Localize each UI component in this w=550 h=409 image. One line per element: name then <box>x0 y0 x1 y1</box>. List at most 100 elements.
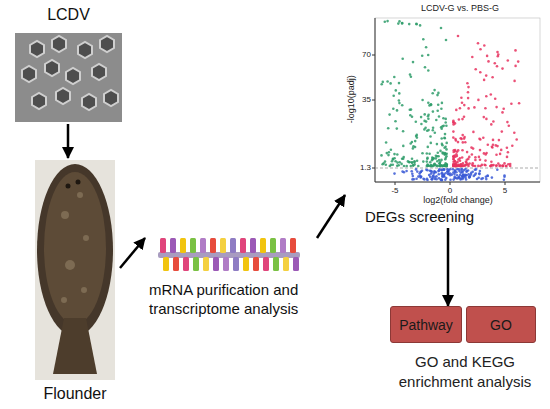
data-point <box>470 172 473 175</box>
data-point <box>401 104 404 107</box>
data-point <box>511 145 514 148</box>
data-point <box>396 109 399 112</box>
data-point <box>421 54 424 57</box>
data-point <box>432 126 435 129</box>
nucleotide-bar <box>200 238 206 253</box>
data-point <box>398 82 401 85</box>
data-point <box>426 152 429 155</box>
data-point <box>464 168 467 171</box>
data-point <box>502 165 505 168</box>
data-point <box>384 20 387 23</box>
data-point <box>414 140 417 143</box>
data-point <box>387 127 390 130</box>
nucleotide-bar <box>290 238 296 253</box>
data-point <box>446 168 449 171</box>
data-point <box>486 55 489 58</box>
nucleotide-bar <box>180 238 186 253</box>
data-point <box>501 130 504 133</box>
data-point <box>415 135 418 138</box>
data-point <box>514 65 517 68</box>
data-point <box>430 164 433 167</box>
data-point <box>479 149 482 152</box>
data-point <box>397 164 400 167</box>
data-point <box>444 137 447 140</box>
data-point <box>444 153 447 156</box>
data-point <box>396 153 399 156</box>
data-point <box>460 97 463 100</box>
nucleotide-bar <box>273 257 279 271</box>
data-point <box>461 134 464 137</box>
virus-particle <box>56 88 70 104</box>
data-point <box>431 92 434 95</box>
data-point <box>505 165 508 168</box>
nucleotide-bar <box>223 257 229 271</box>
data-point <box>386 20 389 23</box>
data-point <box>411 161 414 164</box>
nucleotide-bar <box>210 238 216 253</box>
data-point <box>405 170 408 173</box>
data-point <box>509 165 512 168</box>
data-point <box>442 168 445 171</box>
data-point <box>398 92 401 95</box>
data-point <box>485 178 488 181</box>
data-point <box>398 102 401 105</box>
illustrated-step: DEGs screening <box>345 2 545 228</box>
data-point <box>465 163 468 166</box>
data-point <box>461 149 464 152</box>
fish-spot <box>61 211 69 219</box>
data-point <box>412 175 415 178</box>
data-point <box>423 113 426 116</box>
data-point <box>483 44 486 47</box>
fish-spots <box>61 192 89 303</box>
data-point <box>497 53 500 56</box>
step-caption: Flounder <box>30 384 120 403</box>
data-point <box>499 164 502 167</box>
data-point <box>490 93 493 96</box>
data-point <box>449 168 452 171</box>
data-point <box>432 175 435 178</box>
data-point <box>501 164 504 167</box>
data-point <box>443 136 446 139</box>
data-point <box>475 172 478 175</box>
data-point <box>455 139 458 142</box>
data-point <box>382 81 385 84</box>
data-point <box>422 160 425 163</box>
data-point <box>441 144 444 147</box>
data-point <box>479 170 482 173</box>
data-point <box>477 42 480 45</box>
data-point <box>460 169 463 172</box>
data-point <box>452 119 455 122</box>
data-point <box>413 178 416 181</box>
data-point <box>385 163 388 166</box>
data-point <box>499 153 502 156</box>
data-point <box>472 147 475 150</box>
data-point <box>391 160 394 163</box>
data-point <box>471 153 474 156</box>
data-point <box>460 168 463 171</box>
data-point <box>456 177 459 180</box>
data-point <box>381 163 384 166</box>
fish-tail <box>53 318 97 374</box>
data-point <box>496 169 499 172</box>
data-point <box>485 118 488 121</box>
data-point <box>427 54 430 57</box>
data-point <box>471 162 474 165</box>
virus-particle <box>30 41 44 57</box>
data-point <box>474 68 477 71</box>
data-point <box>491 146 494 149</box>
data-point <box>415 168 418 171</box>
data-point <box>401 58 404 61</box>
data-point <box>444 162 447 165</box>
data-point <box>467 107 470 110</box>
data-point <box>409 114 412 117</box>
data-point <box>393 76 396 79</box>
nucleotide-bar <box>280 238 286 253</box>
data-point <box>386 80 389 83</box>
fish-spot <box>61 297 67 303</box>
data-point <box>415 23 418 26</box>
data-point <box>458 118 461 121</box>
nucleotide-bar <box>220 238 226 253</box>
data-point <box>482 136 485 139</box>
data-point <box>443 168 446 171</box>
data-point <box>453 164 456 167</box>
